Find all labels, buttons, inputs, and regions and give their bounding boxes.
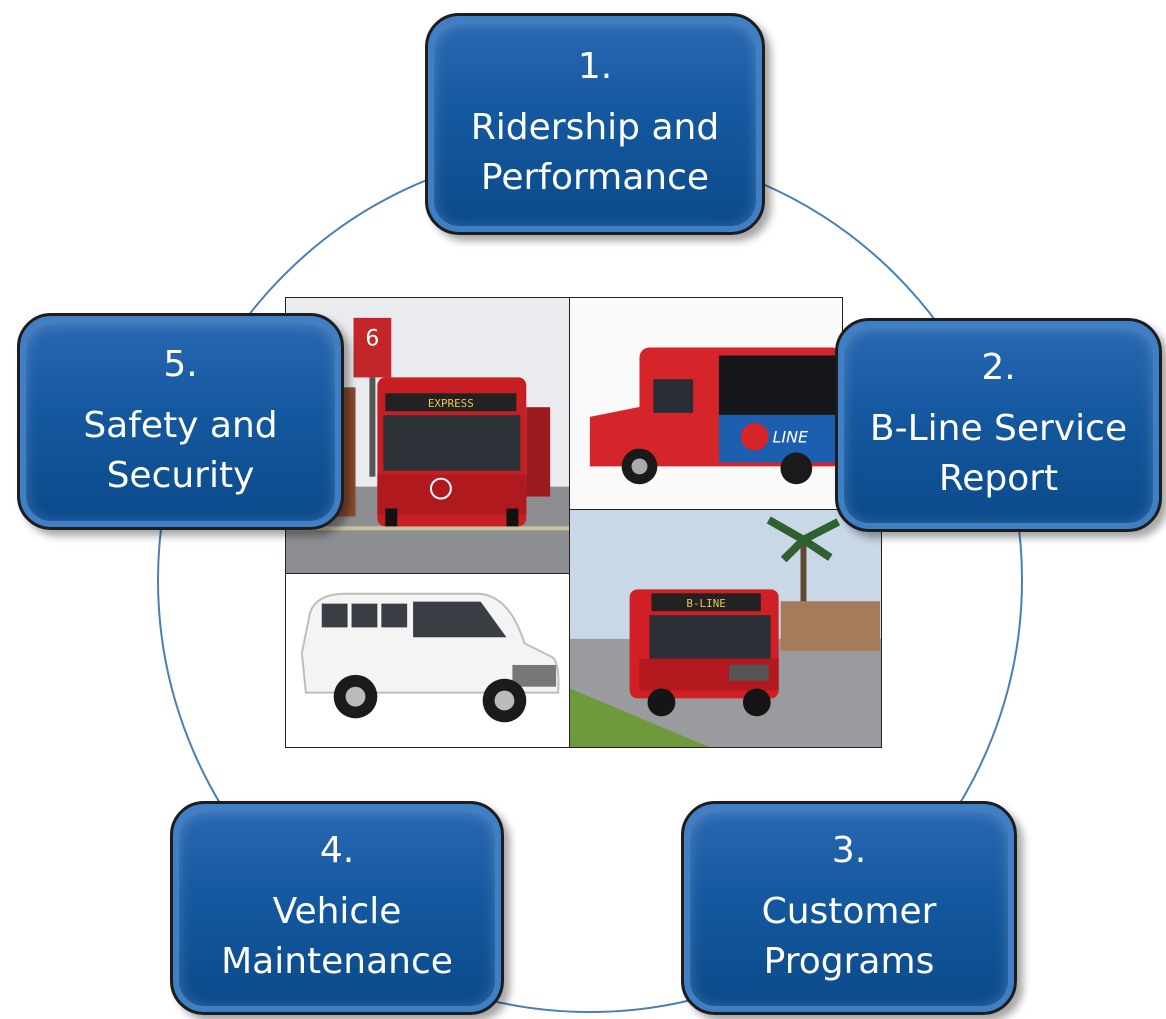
step-3-customer-programs: 3. Customer Programs	[681, 801, 1017, 1015]
step-number: 4.	[319, 830, 355, 871]
step-2-bline-service-report: 2. B-Line Service Report	[835, 318, 1162, 532]
bline-bus-photo: LINE	[569, 297, 843, 511]
shuttle-bus-photo: B-LINE	[569, 509, 882, 748]
step-label: Safety and Security	[83, 404, 278, 496]
step-number: 5.	[163, 343, 198, 385]
step-number: 3.	[831, 830, 867, 871]
step-label: Ridership and Performance	[470, 107, 720, 198]
step-label: Customer Programs	[761, 891, 937, 982]
svg-text:6: 6	[365, 327, 379, 352]
step-5-safety-security: 5. Safety and Security	[17, 313, 344, 530]
step-number: 1.	[577, 46, 613, 87]
step-number: 2.	[981, 347, 1016, 388]
svg-text:LINE: LINE	[773, 428, 808, 447]
van-photo	[285, 573, 571, 748]
step-label: Vehicle Maintenance	[221, 891, 453, 982]
svg-text:EXPRESS: EXPRESS	[428, 397, 474, 410]
step-label: B-Line Service Report	[869, 408, 1128, 499]
svg-text:B-LINE: B-LINE	[686, 597, 725, 610]
step-4-vehicle-maintenance: 4. Vehicle Maintenance	[170, 801, 504, 1015]
step-1-ridership-performance: 1. Ridership and Performance	[425, 13, 765, 235]
